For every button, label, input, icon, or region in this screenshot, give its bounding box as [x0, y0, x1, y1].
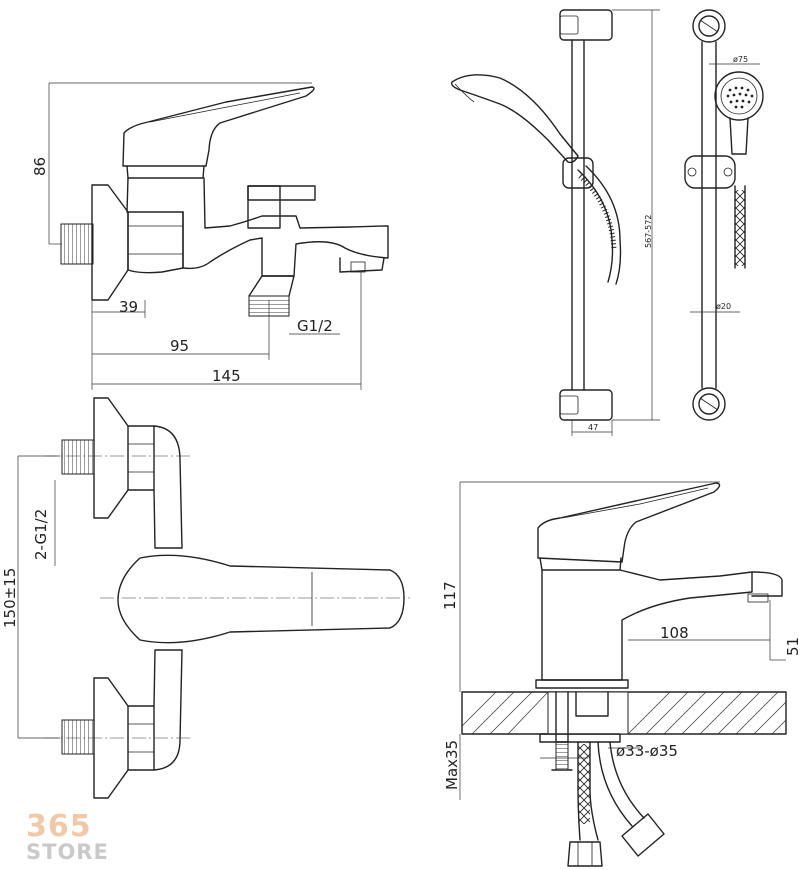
store-logo: 365 STORE: [26, 812, 109, 863]
basin-mixer-side-view: [459, 481, 787, 867]
dim-basin-hole: ø33-ø35: [616, 742, 678, 760]
dim-front-spacing: 150±15: [1, 568, 19, 628]
logo-number: 365: [26, 809, 92, 844]
logo-word: STORE: [26, 840, 109, 864]
dim-bath-inlet: 39: [119, 298, 138, 316]
dim-basin-max: Max35: [443, 740, 461, 790]
dim-basin-spout: 51: [784, 637, 802, 656]
dim-rail-depth: 47: [588, 423, 598, 432]
bath-mixer-front-view: [17, 397, 410, 799]
dim-front-thread: 2-G1/2: [32, 509, 50, 560]
dim-bath-height: 86: [31, 157, 49, 176]
dim-bath-length: 145: [212, 367, 241, 385]
dim-rail-diameter: ø20: [716, 302, 731, 311]
dim-bath-thread: G1/2: [297, 317, 333, 335]
dim-rail-length: 567-572: [644, 215, 653, 248]
shower-set-front-view: [684, 9, 764, 421]
shower-set-side-view: [450, 9, 660, 436]
bath-mixer-side-view: [48, 82, 389, 390]
dim-basin-reach: 108: [660, 624, 689, 642]
dim-bath-reach: 95: [170, 337, 189, 355]
dim-head-diameter: ø75: [733, 55, 748, 64]
dim-basin-height: 117: [441, 581, 459, 610]
